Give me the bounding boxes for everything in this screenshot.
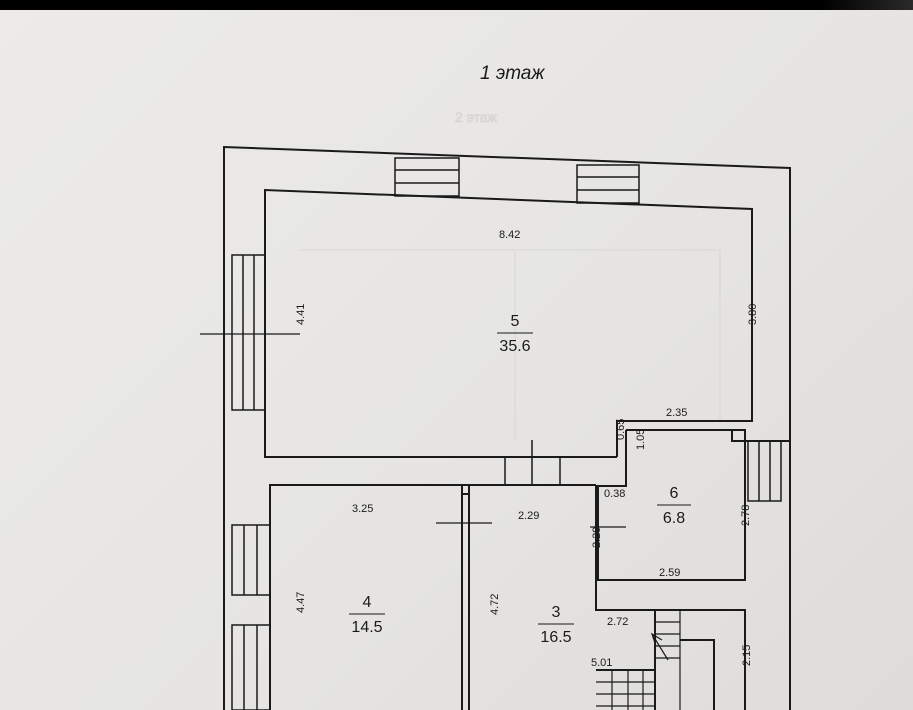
dimension-labels: 8.42 4.41 3.80 2.35 0.65 1.05 0.38 3.25 … — [295, 229, 759, 669]
dim-2-78: 2.78 — [740, 505, 752, 526]
dim-4-47: 4.47 — [295, 592, 307, 613]
outer-wall — [223, 145, 791, 710]
room-6-area: 6.8 — [663, 510, 685, 527]
room-4-area: 14.5 — [351, 619, 382, 636]
window-top-left — [394, 157, 460, 197]
dim-4-72: 4.72 — [489, 594, 501, 615]
stair-treads — [596, 610, 681, 710]
dim-0-65: 0.65 — [615, 419, 627, 440]
stair-arrow-shaft — [651, 633, 669, 661]
room-6-niche — [731, 429, 746, 442]
dim-3-80: 3.80 — [747, 304, 759, 325]
dim-1-05: 1.05 — [635, 429, 647, 450]
window-left-upper — [231, 254, 266, 411]
dim-2-29-horizontal: 2.29 — [518, 510, 539, 522]
room-3-area: 16.5 — [540, 629, 571, 646]
plan-title: 1 этаж — [480, 63, 545, 84]
dim-4-41: 4.41 — [295, 304, 307, 325]
lower-walls — [269, 429, 790, 710]
outer-walls — [223, 145, 791, 710]
dim-3-25: 3.25 — [352, 503, 373, 515]
dim-2-35: 2.35 — [666, 407, 687, 419]
dim-5-01: 5.01 — [591, 657, 612, 669]
room-5-outline — [264, 188, 753, 458]
room-5-number: 5 — [511, 313, 520, 330]
ghost-title: 2 этаж — [455, 109, 498, 125]
stair-wall — [595, 485, 746, 710]
windows — [231, 157, 782, 710]
room-4-number: 4 — [363, 594, 372, 611]
dim-8-42: 8.42 — [499, 229, 520, 241]
window-left-middle — [231, 524, 271, 596]
room-3-number: 3 — [552, 604, 561, 621]
dim-2-59: 2.59 — [659, 567, 680, 579]
top-edge — [0, 0, 913, 10]
ghost-layer: 2 этаж — [300, 109, 721, 440]
window-right — [747, 440, 782, 502]
room-6-number: 6 — [670, 485, 679, 502]
dim-0-38: 0.38 — [604, 488, 625, 500]
window-top-right — [576, 164, 640, 204]
room-4-wall — [269, 484, 596, 710]
room-labels: 5 35.6 4 14.5 3 16.5 6 6.8 — [349, 313, 691, 646]
section-marks — [200, 333, 626, 528]
dim-2-72: 2.72 — [607, 616, 628, 628]
room-5-walls — [264, 188, 753, 458]
window-left-lower — [231, 624, 271, 710]
stair-right — [680, 639, 715, 710]
room-5-area: 35.6 — [499, 338, 530, 355]
dim-2-29-vertical: 2.29 — [591, 527, 603, 548]
dim-2-15: 2.15 — [741, 645, 753, 666]
